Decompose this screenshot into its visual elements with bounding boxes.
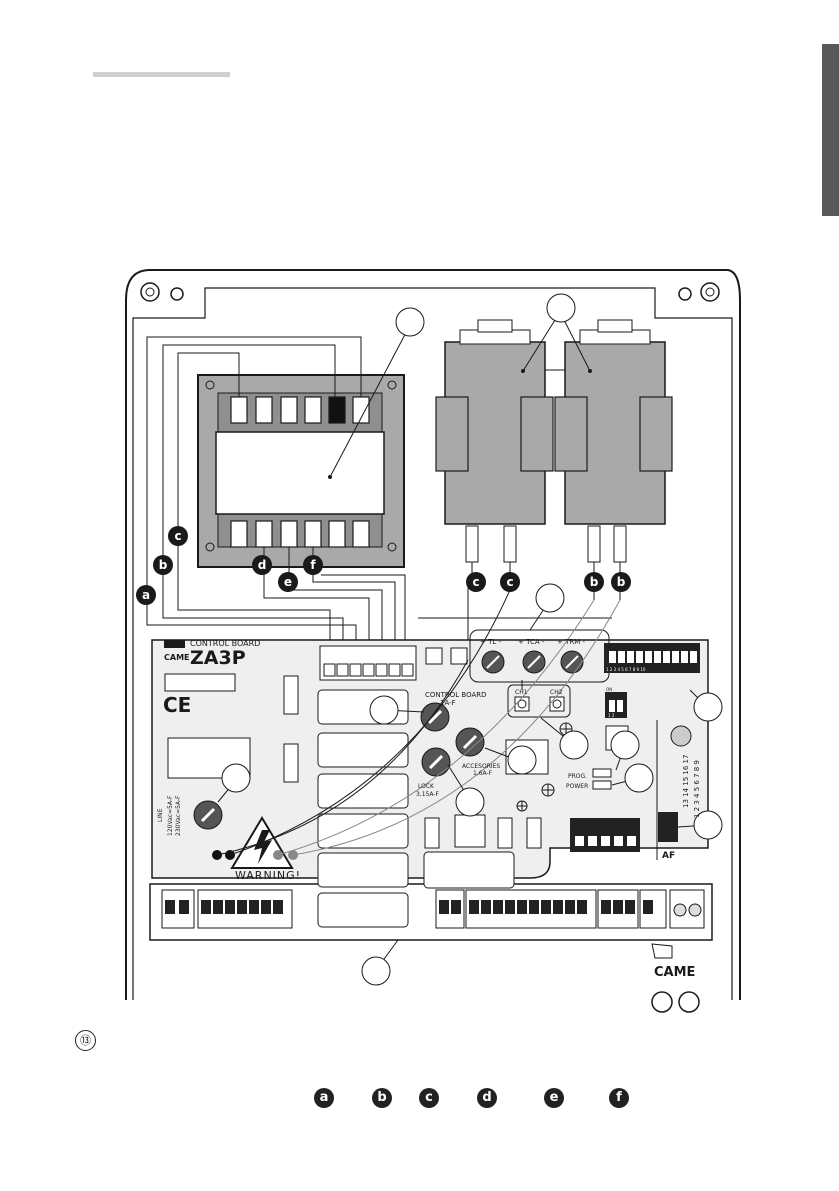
fuse-accessories-label: ACCESORIES <box>462 763 500 770</box>
dip2-on-label: ON <box>606 687 612 692</box>
trimmer-trm-label: + TRM - <box>557 638 585 646</box>
legend-letter-c: c <box>419 1088 439 1108</box>
fuse-accessories-value: 1,6A-F <box>473 770 493 777</box>
wire-letter-d: d <box>258 558 267 572</box>
line-spec-2: 230Vac=5A-F <box>175 795 182 836</box>
transformer <box>198 375 404 567</box>
board-model: ZA3P <box>190 647 246 669</box>
came-logo-mark <box>164 640 185 648</box>
fuse-control-value: 1A-F <box>440 699 456 707</box>
wire-letter-f: f <box>310 558 316 572</box>
wire-letter-c-cap2: c <box>506 575 513 589</box>
ce-mark: CE <box>163 693 191 717</box>
rotary-scale-1: 13 14 15 16 17 <box>682 755 690 808</box>
dip2-numbers: 1 2 <box>608 713 615 718</box>
warning-label: WARNING! <box>235 869 301 882</box>
wire-letter-b-cap1: b <box>590 575 599 589</box>
line-label: LINE <box>157 808 164 822</box>
wire-letter-c: c <box>174 529 181 543</box>
wire-letter-a: a <box>142 588 150 602</box>
rotary-scale-2: 1 2 3 4 5 6 7 8 9 <box>693 760 701 818</box>
ch1-label: CH1 <box>515 689 528 696</box>
wire-letter-e: e <box>284 575 292 589</box>
wire-letter-b: b <box>159 558 168 572</box>
wire-letter-b-cap2: b <box>617 575 626 589</box>
legend-letter-e: e <box>544 1088 564 1108</box>
dip-numbers: 1 2 3 4 5 6 7 8 9 10 <box>606 667 646 672</box>
legend-letter-d: d <box>477 1088 497 1108</box>
legend-letter-a: a <box>314 1088 334 1108</box>
trimmer-tl-label: + TL - <box>480 638 501 646</box>
line-spec-1: 120Vac=5A-F <box>167 795 174 836</box>
ch2-label: CH2 <box>550 689 563 696</box>
wire-letter-c-cap1: c <box>472 575 479 589</box>
legend-letter-b: b <box>372 1088 392 1108</box>
board-brand: CAME <box>164 653 190 662</box>
trimmer-tca-label: + TCA - <box>518 638 545 646</box>
af-label: AF <box>662 851 675 861</box>
legend-letter-f: f <box>609 1088 629 1108</box>
prog-label: PROG. <box>568 773 587 780</box>
dip-on-label: ON <box>606 644 612 649</box>
fuse-lock-value: 3,15A-F <box>416 791 439 798</box>
fuse-control-label: CONTROL BOARD <box>425 691 487 699</box>
capacitor-left <box>436 320 553 562</box>
power-label: POWER <box>566 783 588 790</box>
fuse-lock-label: LOCK <box>418 783 435 790</box>
case-logo: CAME <box>654 965 695 980</box>
capacitor-right <box>555 320 672 562</box>
case-logo-mark <box>652 944 672 958</box>
figure-number: ⑬ <box>75 1030 96 1051</box>
